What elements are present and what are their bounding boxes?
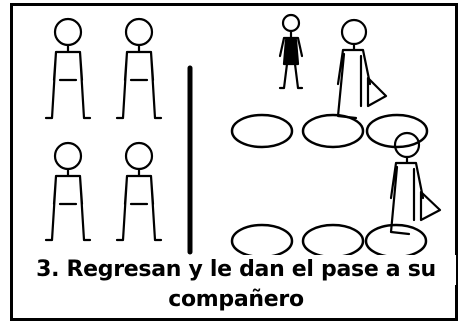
stick-figure-runner-top xyxy=(336,18,388,120)
caption-line-2: compañero xyxy=(168,287,304,312)
caption: 3. Regresan y le dan el pase a su compañ… xyxy=(16,255,456,315)
stick-figure-waiting-3 xyxy=(44,141,92,242)
caption-line-1: 3. Regresan y le dan el pase a su xyxy=(16,255,456,285)
stick-figure-waiting-2 xyxy=(115,17,163,120)
hoop-row-bottom xyxy=(230,223,428,259)
stick-figure-waiting-1 xyxy=(44,17,92,120)
stick-figure-runner-right xyxy=(389,131,442,236)
stick-figure-waiting-4 xyxy=(115,141,163,242)
stick-figure-small xyxy=(278,13,304,90)
hoop-row-top xyxy=(230,113,429,149)
caption-line-1-text: 3. Regresan y le dan el pase a su xyxy=(16,255,456,285)
